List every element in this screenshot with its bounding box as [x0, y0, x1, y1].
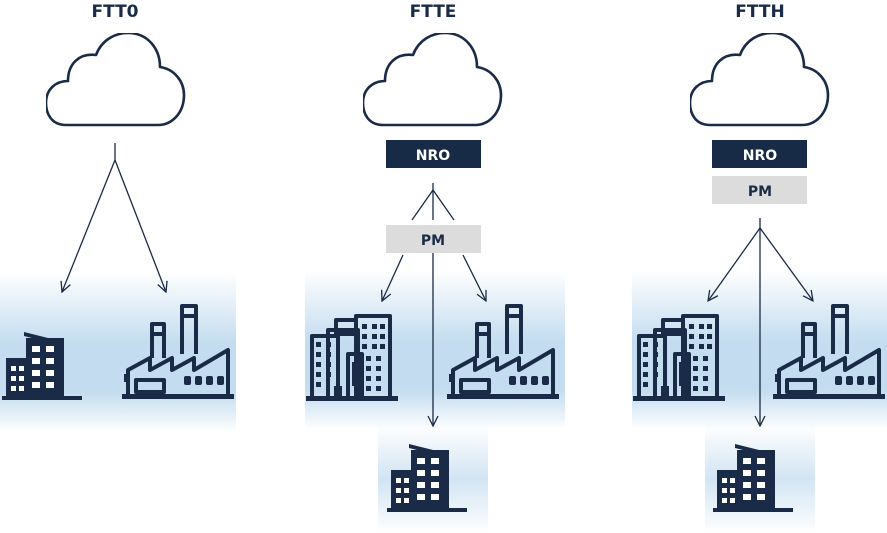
- column-title: FTTH: [735, 2, 784, 22]
- column-title: FTT0: [91, 2, 138, 22]
- column-ftte: FTTE NRO PM: [305, 2, 565, 533]
- column-ftt0: FTT0: [0, 2, 236, 432]
- connection-lines: [708, 218, 813, 426]
- pm-label: PM: [421, 233, 445, 249]
- column-title: FTTE: [410, 2, 457, 22]
- cloud-icon: [46, 33, 186, 127]
- pm-label: PM: [748, 184, 772, 200]
- nro-label: NRO: [743, 148, 777, 164]
- connection-lines: [62, 143, 166, 292]
- cloud-icon: [690, 33, 830, 127]
- premises-highlight: [305, 270, 565, 430]
- column-ftth: FTTH NRO PM: [632, 2, 887, 533]
- nro-box: NRO: [386, 140, 481, 168]
- connection-lines: [382, 183, 486, 426]
- nro-label: NRO: [416, 148, 450, 164]
- pm-box: PM: [386, 225, 481, 253]
- nro-box: NRO: [712, 140, 807, 168]
- pm-box: PM: [712, 176, 807, 204]
- cloud-icon: [363, 33, 503, 127]
